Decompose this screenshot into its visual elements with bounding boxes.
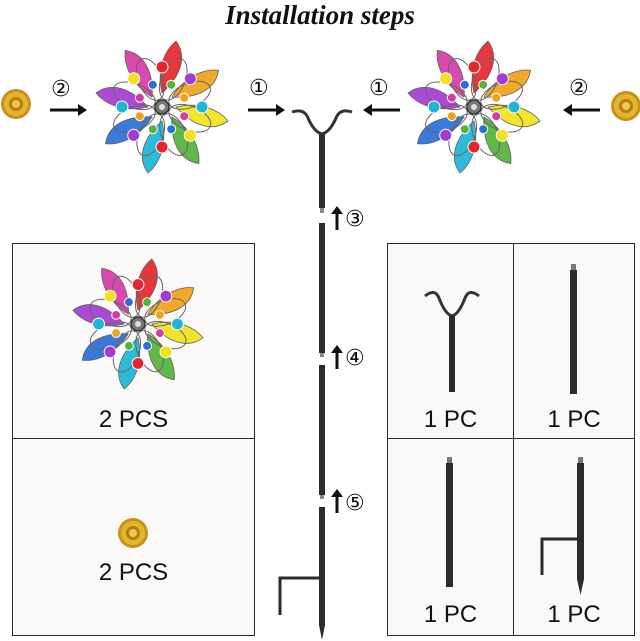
flower-spinner-icon [95,40,229,174]
gold-cap-icon [1,89,31,119]
arrow-right-icon [248,104,285,116]
arrow-left-icon [563,104,600,116]
assembled-pole-diagram [278,109,353,640]
flower-spinner-icon [407,40,541,174]
gold-cap-icon [118,518,148,548]
step-2-left-marker: ② [51,77,71,102]
cap-quantity-label: 2 PCS [98,559,169,586]
gold-cap-icon-part [118,518,148,548]
step-5-marker: ⑤ [345,491,365,516]
step-2-right-marker: ② [569,76,589,101]
flower-spinner-icon-top-left [95,40,229,174]
step-3-marker: ③ [345,207,365,232]
rod-icon [446,457,453,587]
parts-panel-cap: 2 PCS [12,438,255,636]
spinner-quantity-label: 2 PCS [98,406,169,433]
pole-segment-stake [319,507,325,625]
top-fork-quantity-label: 1 PC [423,406,478,433]
gold-cap-icon-left [1,89,31,119]
parts-panel-top-fork: 1 PC [387,243,514,439]
pole-segment-3 [319,365,325,495]
arrow-up-icon [331,345,343,369]
parts-panel-spinner: 2 PCS [12,243,255,439]
ground-stake-icon [540,457,584,595]
flower-spinner-icon-top-right [407,40,541,174]
gold-cap-icon-right [611,91,640,121]
gold-cap-icon [611,91,640,121]
page-title: Installation steps [225,0,415,30]
flower-spinner-icon-part [72,258,204,390]
parts-panel-rod-a: 1 PC [513,243,635,439]
arrow-right-icon [50,104,87,116]
arrow-up-icon [331,489,343,513]
ground-stake-quantity-label: 1 PC [547,601,601,628]
step-1-left-marker: ① [249,76,269,101]
arrow-up-icon [331,206,343,230]
y-fork-top-icon [424,291,480,392]
arrow-left-icon [363,104,400,116]
rod-b-quantity-label: 1 PC [423,601,478,628]
rod-a-quantity-label: 1 PC [547,406,601,433]
flower-spinner-icon [72,258,204,390]
pole-segment-2 [319,223,325,353]
step-4-marker: ④ [345,346,365,371]
parts-panel-ground-stake: 1 PC [513,438,635,636]
rod-icon [570,264,577,394]
parts-panel-rod-b: 1 PC [387,438,514,636]
step-1-right-marker: ① [369,76,389,101]
pole-segment-top [319,134,325,208]
